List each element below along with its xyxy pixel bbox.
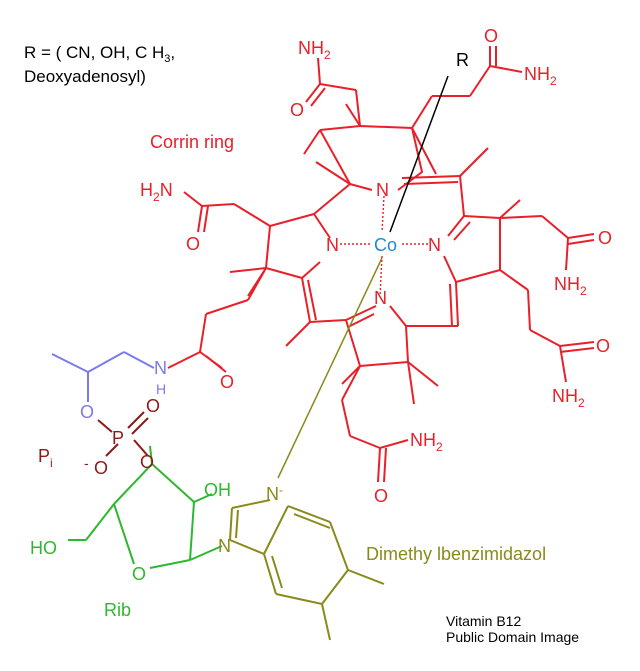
o-minus: O bbox=[94, 458, 108, 478]
corrin-ring bbox=[167, 46, 595, 483]
dmb-labels: N- N Dimethy lbenzimidazol bbox=[218, 483, 546, 564]
o-double: O bbox=[146, 396, 160, 416]
o-linker: O bbox=[80, 402, 94, 422]
o-top-left: O bbox=[290, 100, 304, 120]
nh2-bottom: NH2 bbox=[410, 430, 443, 454]
nh-linker: N bbox=[154, 358, 167, 378]
h2n-left: H2N bbox=[140, 180, 173, 204]
n-right: N bbox=[428, 235, 441, 255]
nh2-top-right: NH2 bbox=[524, 64, 557, 88]
ribose-labels: OH HO O Rib bbox=[30, 480, 231, 620]
oh-ribose: OH bbox=[204, 480, 231, 500]
corrin-atom-labels: NH2 O O NH2 H2N O O NH2 O NH2 NH2 O O N … bbox=[140, 26, 612, 506]
o-amide-linker: O bbox=[220, 372, 234, 392]
o-left: O bbox=[186, 234, 200, 254]
o-bottom: O bbox=[374, 486, 388, 506]
aminopropanol-linker bbox=[51, 351, 155, 402]
ho-ribose: HO bbox=[30, 538, 57, 558]
phosphate-labels: P O - O O Pi bbox=[38, 396, 160, 478]
nh2-right-bottom: NH2 bbox=[552, 386, 585, 410]
ribose-ring bbox=[68, 445, 223, 569]
o-ester: O bbox=[140, 452, 154, 472]
pi-label: Pi bbox=[38, 446, 53, 470]
nh2-right-top: NH2 bbox=[554, 274, 587, 298]
credit-license: Public Domain Image bbox=[446, 629, 579, 645]
dmb-label: Dimethy lbenzimidazol bbox=[366, 544, 546, 564]
o-ring-ribose: O bbox=[132, 564, 146, 584]
n-dmb-top: N- bbox=[266, 483, 283, 504]
cobalt-atom: Co bbox=[374, 235, 397, 255]
rib-label: Rib bbox=[104, 600, 131, 620]
r-group-bond bbox=[389, 75, 449, 233]
dimethylbenzimidazole-ring bbox=[229, 499, 385, 641]
n-top: N bbox=[376, 180, 389, 200]
o-right-bottom: O bbox=[596, 336, 610, 356]
h-linker: H bbox=[156, 381, 166, 397]
image-credit: Vitamin B12 Public Domain Image bbox=[446, 613, 579, 645]
cobalt-coordination bbox=[340, 195, 430, 297]
phosphate-group bbox=[97, 411, 149, 457]
legend-line1: R = ( CN, OH, C H3, bbox=[24, 43, 175, 65]
o-minus-sign: - bbox=[84, 455, 89, 471]
p-atom: P bbox=[112, 428, 124, 448]
n-bottom: N bbox=[374, 288, 387, 308]
legend-line2: Deoxyadenosyl) bbox=[24, 67, 146, 86]
o-right-top: O bbox=[598, 228, 612, 248]
o-top-right: O bbox=[484, 26, 498, 46]
n-dmb-bottom: N bbox=[218, 536, 231, 556]
n-left: N bbox=[326, 235, 339, 255]
r-label: R bbox=[456, 50, 469, 70]
r-group-legend: R = ( CN, OH, C H3, Deoxyadenosyl) bbox=[24, 43, 175, 86]
nh2-top-left: NH2 bbox=[298, 38, 331, 62]
corrin-ring-label: Corrin ring bbox=[150, 132, 234, 152]
co-dmb-bond bbox=[277, 257, 383, 479]
credit-title: Vitamin B12 bbox=[446, 613, 521, 629]
